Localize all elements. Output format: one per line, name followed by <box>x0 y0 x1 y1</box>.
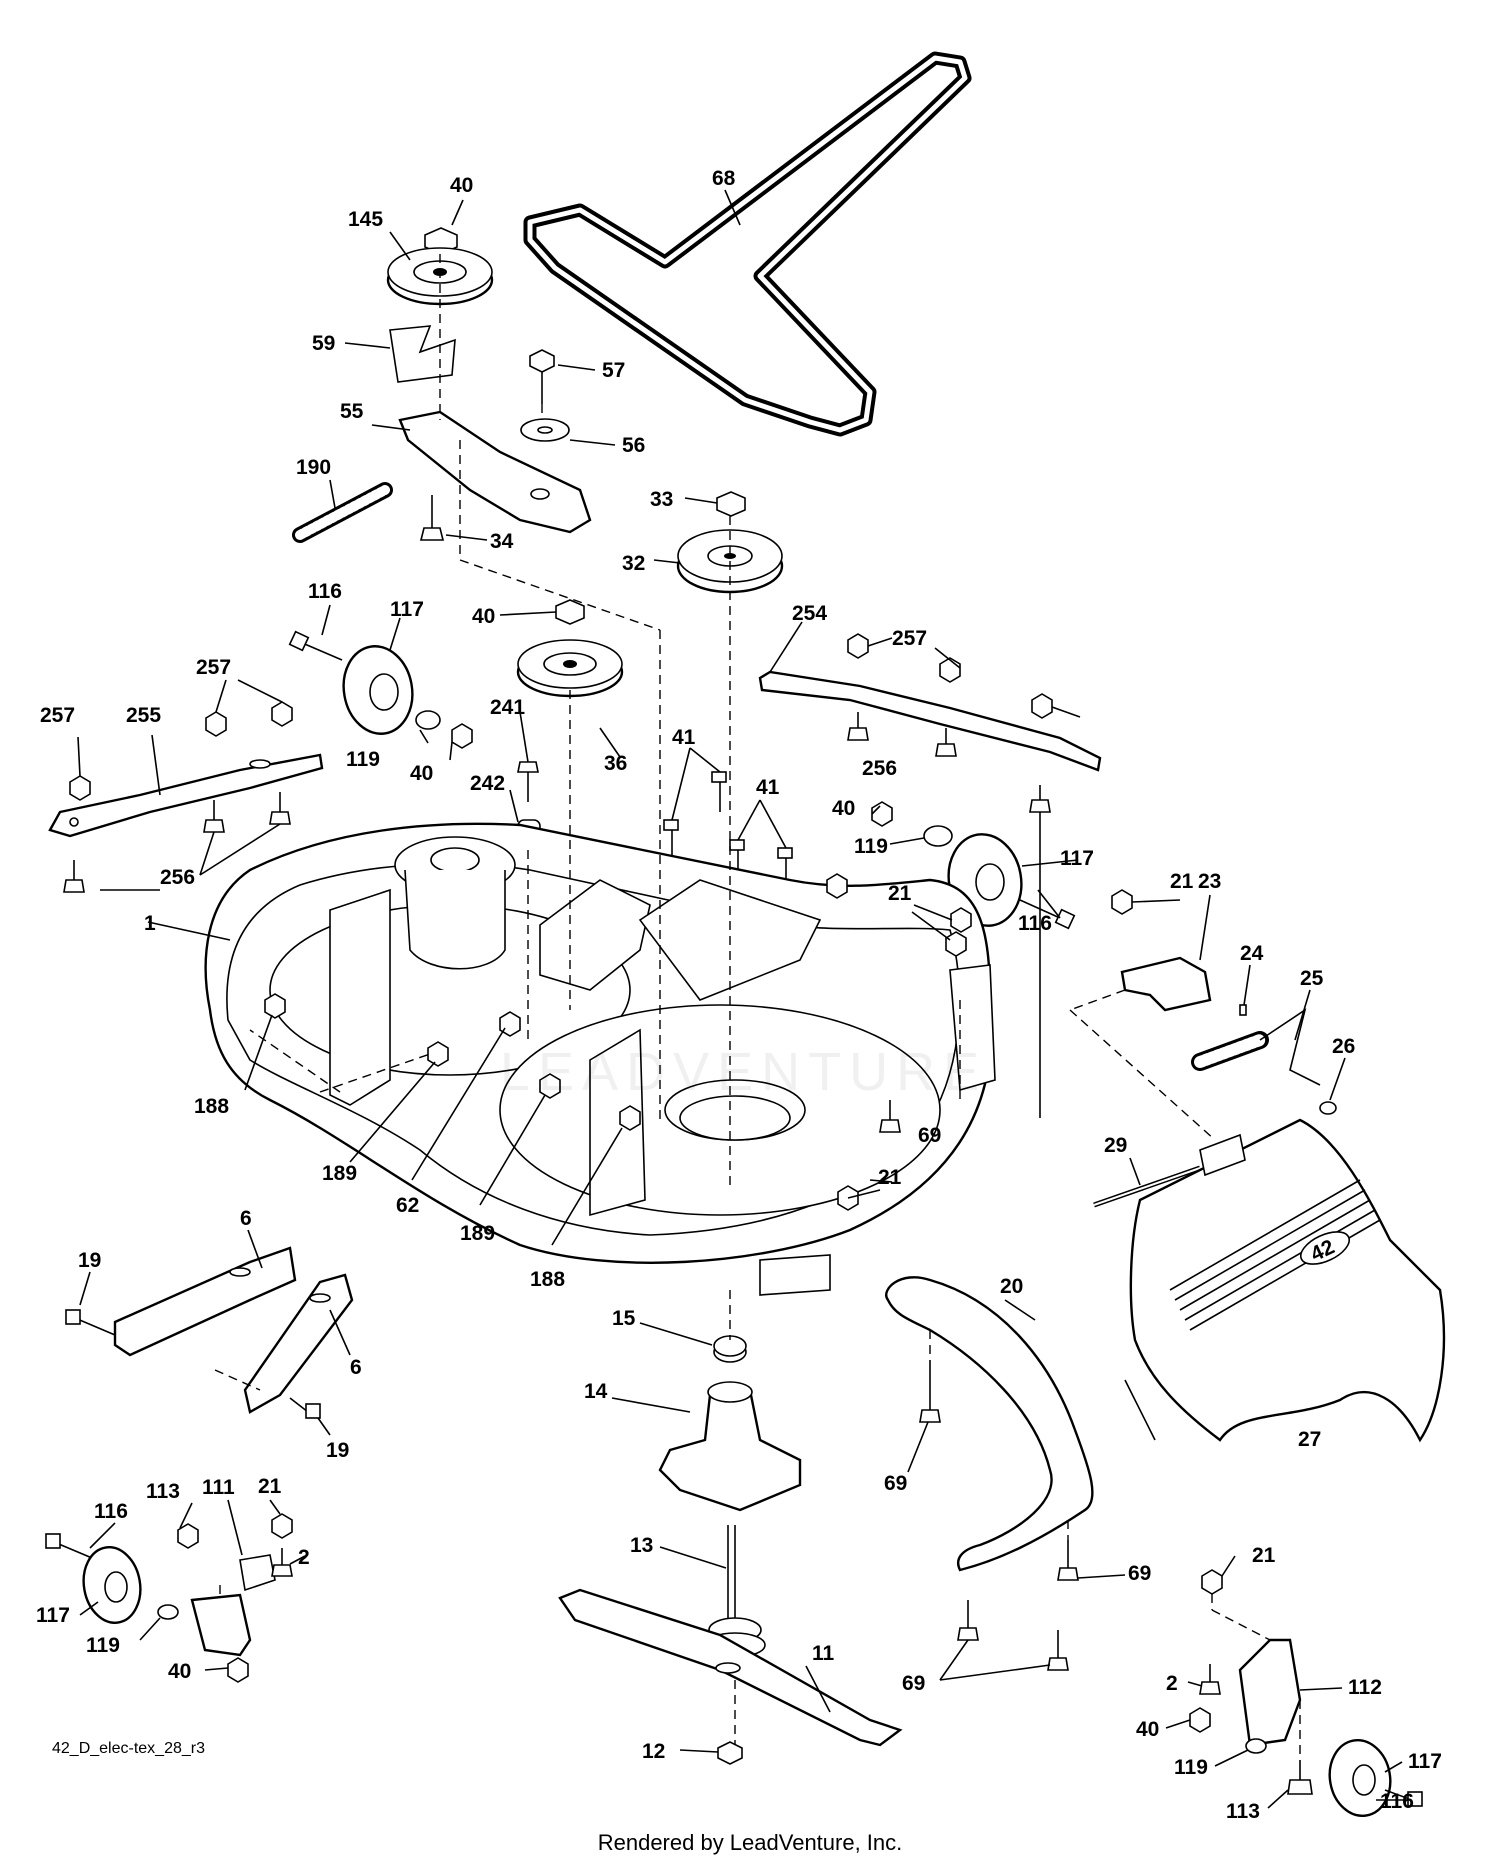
watermark-text: LEADVENTURE <box>500 1042 987 1102</box>
callout-25: 25 <box>1300 967 1324 990</box>
callout-255: 255 <box>126 704 161 727</box>
callout-40: 40 <box>832 797 855 820</box>
drawing-code: 42_D_elec-tex_28_r3 <box>52 1740 205 1757</box>
callout-256: 256 <box>862 757 897 780</box>
leader-lines <box>77 189 1408 1809</box>
callout-113: 113 <box>146 1480 180 1503</box>
callout-113: 113 <box>1226 1800 1260 1823</box>
callout-27: 27 <box>1298 1428 1321 1451</box>
footer-credit: Rendered by LeadVenture, Inc. <box>597 1830 903 1855</box>
callout-68: 68 <box>712 167 736 190</box>
callout-labels: 68 40 145 59 57 55 56 190 34 33 32 254 2… <box>36 167 1442 1823</box>
callout-40: 40 <box>472 605 495 628</box>
callout-23: 23 <box>1198 870 1221 893</box>
callout-241: 241 <box>490 696 525 719</box>
callout-69: 69 <box>1128 1562 1151 1585</box>
callout-189: 189 <box>460 1222 495 1245</box>
callout-26: 26 <box>1332 1035 1355 1058</box>
callout-41: 41 <box>672 726 696 749</box>
callout-188: 188 <box>194 1095 229 1118</box>
callout-117: 117 <box>1060 847 1094 870</box>
callout-257: 257 <box>196 656 231 679</box>
assembly-lines <box>214 254 1301 1760</box>
drive-belt <box>523 51 972 437</box>
parts-artwork: 42 <box>45 51 1446 1817</box>
discharge-chute: 42 <box>1129 1118 1446 1443</box>
callout-119: 119 <box>854 835 888 858</box>
callout-40: 40 <box>410 762 433 785</box>
callout-112: 112 <box>1348 1676 1382 1699</box>
callout-33: 33 <box>650 488 673 511</box>
callout-13: 13 <box>630 1534 653 1557</box>
callout-40: 40 <box>1136 1718 1159 1741</box>
callout-69: 69 <box>902 1672 925 1695</box>
callout-117: 117 <box>36 1604 70 1627</box>
callout-6: 6 <box>350 1356 362 1379</box>
callout-256: 256 <box>160 866 195 889</box>
callout-20: 20 <box>1000 1275 1023 1298</box>
callout-19: 19 <box>78 1249 101 1272</box>
callout-1: 1 <box>144 912 156 935</box>
callout-11: 11 <box>812 1642 835 1665</box>
callout-69: 69 <box>884 1472 907 1495</box>
callout-56: 56 <box>622 434 645 457</box>
callout-190: 190 <box>296 456 331 479</box>
callout-15: 15 <box>612 1307 636 1330</box>
mower-deck-housing <box>204 822 996 1296</box>
callout-12: 12 <box>642 1740 665 1763</box>
callout-55: 55 <box>340 400 364 423</box>
callout-57: 57 <box>602 359 625 382</box>
callout-117: 117 <box>1408 1750 1442 1773</box>
callout-145: 145 <box>348 208 383 231</box>
callout-6: 6 <box>240 1207 252 1230</box>
callout-116: 116 <box>1380 1790 1414 1813</box>
callout-21: 21 <box>258 1475 282 1498</box>
callout-116: 116 <box>1018 912 1052 935</box>
callout-21: 21 <box>1170 870 1194 893</box>
idler-pulley-upper <box>386 227 494 306</box>
callout-36: 36 <box>604 752 627 775</box>
callout-34: 34 <box>490 530 514 553</box>
callout-21: 21 <box>1252 1544 1276 1567</box>
callout-62: 62 <box>396 1194 419 1217</box>
callout-2: 2 <box>1166 1672 1178 1695</box>
callout-21: 21 <box>878 1166 902 1189</box>
callout-257: 257 <box>892 627 927 650</box>
spring-190 <box>292 482 393 543</box>
callout-119: 119 <box>346 748 380 771</box>
callout-188: 188 <box>530 1268 565 1291</box>
callout-119: 119 <box>86 1634 120 1657</box>
callout-32: 32 <box>622 552 645 575</box>
callout-257: 257 <box>40 704 75 727</box>
callout-40: 40 <box>168 1660 191 1683</box>
callout-59: 59 <box>312 332 335 355</box>
callout-254: 254 <box>792 602 827 625</box>
callout-19: 19 <box>326 1439 349 1462</box>
callout-116: 116 <box>308 580 342 603</box>
callout-29: 29 <box>1104 1134 1127 1157</box>
callout-41: 41 <box>756 776 780 799</box>
callout-24: 24 <box>1240 942 1264 965</box>
callout-40: 40 <box>450 174 473 197</box>
callout-14: 14 <box>584 1380 608 1403</box>
callout-69: 69 <box>918 1124 941 1147</box>
callout-21: 21 <box>888 882 912 905</box>
callout-116: 116 <box>94 1500 128 1523</box>
callout-117: 117 <box>390 598 424 621</box>
callout-119: 119 <box>1174 1756 1208 1779</box>
callout-2: 2 <box>298 1546 310 1569</box>
callout-189: 189 <box>322 1162 357 1185</box>
callout-242: 242 <box>470 772 505 795</box>
callout-111: 111 <box>202 1476 235 1499</box>
